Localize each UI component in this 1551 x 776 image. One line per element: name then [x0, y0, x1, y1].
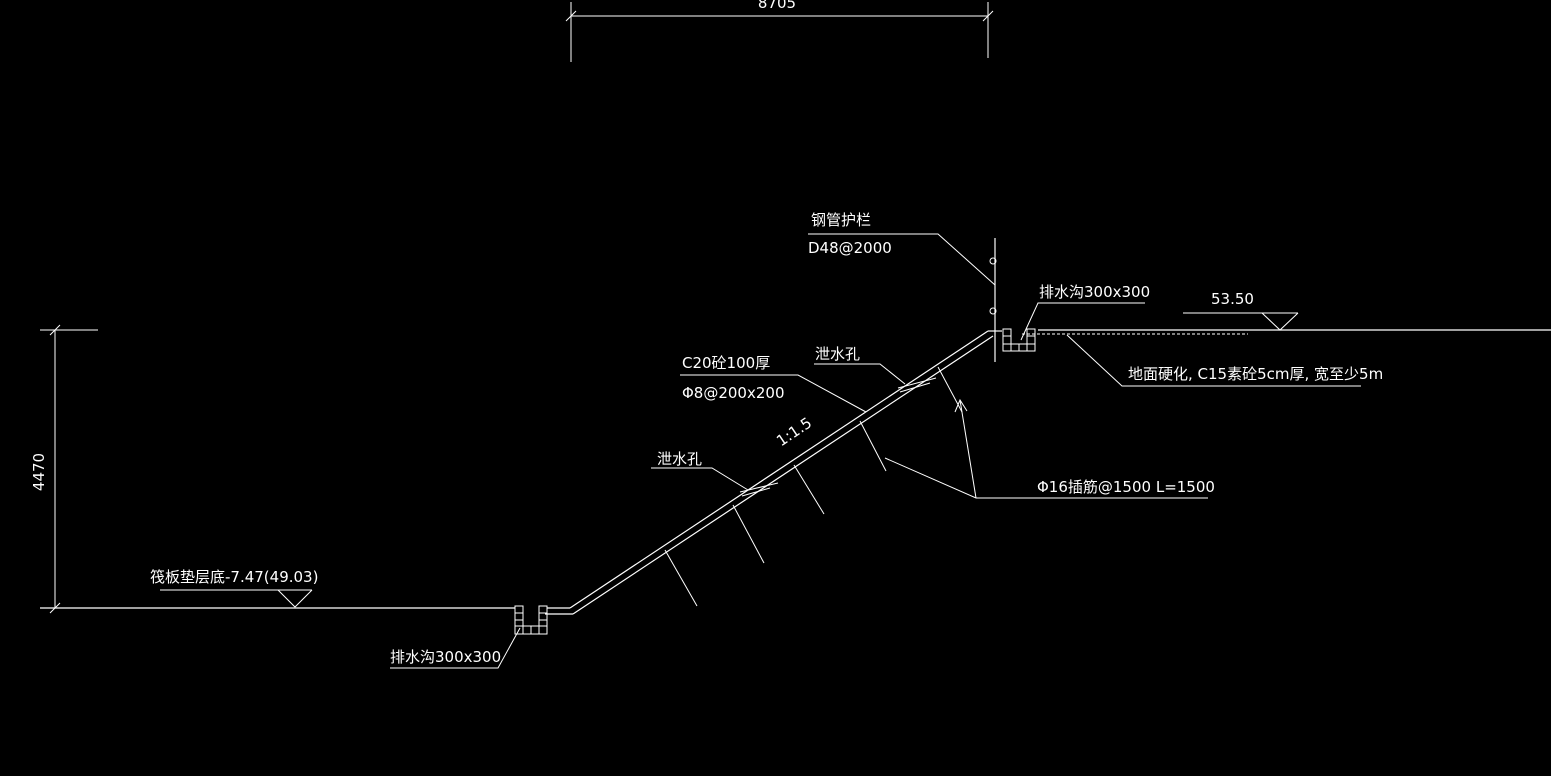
anchor-bar [793, 464, 825, 515]
elevation-bottom-text: 筏板垫层底-7.47(49.03) [150, 568, 318, 586]
weep-hole-lower-label: 泄水孔 [657, 450, 702, 468]
slope-ratio-label: 1:1.5 [773, 414, 815, 450]
shotcrete-label: C20砼100厚 [682, 354, 770, 372]
bottom-drain-ditch [514, 605, 548, 635]
top-dimension-left-tick [565, 10, 577, 22]
guardrail-title-label: 钢管护栏 [811, 211, 871, 229]
weep-hole-lower-leader [651, 467, 749, 491]
anchor-bar [664, 549, 698, 607]
elevation-bottom-triangle [277, 589, 313, 608]
ground-hardening-label: 地面硬化, C15素砼5cm厚, 宽至少5m [1128, 365, 1383, 383]
weep-holes [739, 377, 937, 497]
top-dimension: 8705 [565, 0, 994, 62]
elevation-top-text: 53.50 [1211, 290, 1254, 308]
guardrail-rail [989, 307, 997, 315]
height-dimension-text: 4470 [30, 453, 48, 491]
top-dimension-right-tick [982, 10, 994, 22]
slope-surface [545, 330, 1002, 615]
anchor-bar [732, 504, 765, 564]
drain-top-label: 排水沟300x300 [1039, 283, 1150, 301]
guardrail-leader [808, 233, 996, 286]
anchor-bars-label: Φ16插筋@1500 L=1500 [1037, 478, 1215, 496]
guardrail-rail [989, 257, 997, 265]
guardrail-spec-label: D48@2000 [808, 239, 892, 257]
weep-hole-lower-stroke [899, 382, 931, 393]
height-dimension: 4470 [30, 324, 98, 614]
slope-line-inner [572, 335, 994, 615]
anchor-bars-leader-2 [959, 399, 977, 499]
top-drain-ditch [1002, 328, 1036, 352]
guardrail [989, 238, 997, 362]
anchor-bars [664, 366, 963, 607]
weep-hole-upper-stroke [897, 377, 937, 389]
drain-bottom-label: 排水沟300x300 [390, 648, 501, 666]
top-dimension-text: 8705 [758, 0, 796, 12]
top-ditch-left-wall [1002, 328, 1012, 352]
mesh-label: Φ8@200x200 [682, 384, 785, 402]
elevation-marker-bottom: 筏板垫层底-7.47(49.03) [150, 568, 318, 608]
ground-lines [40, 329, 1551, 609]
drain-bottom-leader [390, 627, 521, 669]
shotcrete-leader [680, 374, 867, 413]
anchor-bar [937, 366, 963, 413]
weep-hole-upper-stroke [739, 482, 779, 493]
elevation-marker-top: 53.50 [1183, 290, 1299, 331]
weep-hole-upper-label: 泄水孔 [815, 345, 860, 363]
drain-top-leader [1020, 302, 1145, 341]
top-ditch-right-wall [1026, 328, 1036, 352]
elevation-top-triangle [1261, 312, 1299, 331]
anchor-bar [859, 420, 887, 472]
weep-hole-lower-stroke [741, 487, 771, 497]
anchor-bars-arrow [954, 398, 968, 413]
weep-hole-upper-leader [814, 363, 906, 385]
slope-line-outer [569, 330, 989, 609]
ground-hardening-leader [1066, 334, 1361, 387]
height-dimension-top-tick [49, 324, 61, 336]
